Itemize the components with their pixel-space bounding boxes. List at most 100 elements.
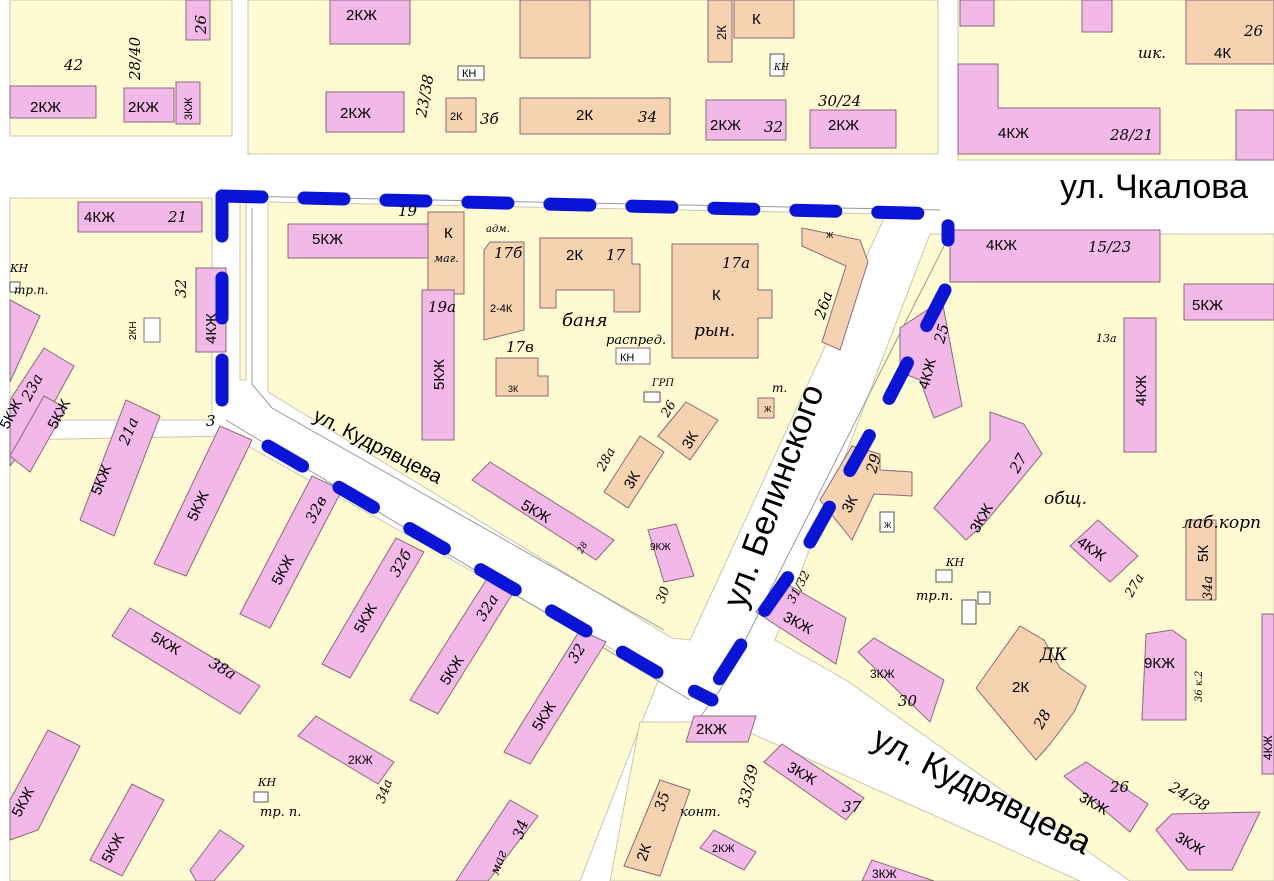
house-number: 34 — [638, 108, 657, 126]
building-label: КН — [462, 68, 476, 80]
house-number: 21 — [167, 208, 187, 226]
facility-label: тр.п. — [916, 589, 953, 604]
utility-box — [977, 591, 991, 605]
house-number: 17б — [494, 244, 523, 262]
house-number: 19а — [428, 298, 456, 316]
facility-label: тр.п. — [14, 283, 48, 297]
building — [1235, 109, 1274, 161]
building-label: К — [712, 287, 721, 304]
building-label: 3КЖ — [872, 867, 897, 881]
utility-box — [9, 281, 21, 293]
facility-label: конт. — [680, 805, 721, 820]
house-number: 13а — [1096, 332, 1117, 345]
building — [519, 97, 671, 135]
building-label: 3К — [621, 468, 644, 492]
building — [1141, 629, 1187, 721]
building — [329, 0, 411, 45]
building — [9, 395, 67, 473]
building-label: 3КЖ — [183, 97, 195, 120]
facility-label: тр. п. — [260, 805, 301, 820]
utility-box — [879, 511, 895, 533]
building — [975, 625, 1087, 761]
building-label: 2КЖ — [346, 7, 377, 24]
utility-box — [643, 391, 661, 403]
building — [857, 637, 945, 723]
building-label: 2К — [566, 247, 583, 264]
building — [539, 237, 641, 313]
building — [185, 0, 211, 41]
house-number: 35 — [651, 790, 674, 814]
building-label: 2КЖ — [712, 843, 735, 855]
building-label: Ж — [826, 231, 834, 240]
building — [763, 743, 865, 821]
building — [9, 85, 97, 119]
facility-label: т. — [772, 381, 787, 395]
house-number: 36 к.2 — [1194, 671, 1205, 702]
building-label: 2КЖ — [696, 721, 727, 738]
building-label: 9КЖ — [1144, 655, 1175, 672]
house-number: 28/40 — [126, 36, 144, 81]
building-label: 5КЖ — [431, 359, 448, 390]
building-label: 5КЖ — [312, 231, 343, 248]
building — [957, 63, 1161, 155]
street-label-chkalova: ул. Чкалова — [1060, 168, 1248, 206]
utility-boxes — [9, 53, 991, 803]
building — [623, 779, 691, 877]
facility-label: маг. — [434, 252, 459, 265]
building — [189, 829, 245, 881]
building — [495, 357, 549, 397]
boundary — [215, 189, 955, 707]
utility-box — [935, 569, 953, 583]
building — [733, 0, 795, 39]
building — [287, 223, 429, 259]
building — [801, 227, 869, 351]
building — [519, 0, 591, 59]
building-label: 2КЖ — [30, 99, 61, 116]
building — [949, 229, 1161, 283]
building — [9, 299, 41, 383]
building-label: 4КЖ — [84, 209, 115, 226]
building — [615, 347, 651, 365]
house-number: 30 — [898, 692, 918, 710]
building — [503, 629, 607, 765]
building — [705, 99, 787, 141]
house-number: 32 — [764, 118, 783, 136]
building — [1155, 811, 1261, 871]
building-label: 2К — [1012, 679, 1029, 696]
building-label: 3К — [508, 384, 519, 394]
house-number: 17а — [722, 254, 750, 272]
building — [1261, 613, 1274, 775]
boundary-line — [215, 189, 955, 247]
building — [933, 411, 1043, 541]
boundary-line — [261, 439, 719, 707]
facility-label: КН — [257, 776, 277, 789]
house-number: 37 — [842, 798, 862, 816]
boundary-line — [215, 189, 233, 427]
house-number: 17 — [606, 246, 626, 264]
facility-label: адм. — [486, 224, 510, 235]
building — [89, 783, 165, 877]
block-inner-west — [239, 199, 247, 381]
facility-label: ДК — [1039, 645, 1068, 665]
building-label: 3К — [839, 493, 862, 516]
facility-label: общ. — [1044, 489, 1087, 509]
building-label: 5К — [1195, 545, 1212, 562]
building-label: 2КН — [128, 321, 139, 340]
house-number: 19 — [398, 202, 418, 220]
building — [111, 607, 261, 715]
road-edge-2 — [251, 208, 665, 631]
building — [603, 435, 665, 509]
house-number: 42 — [63, 56, 83, 74]
facility-label: КН — [773, 63, 789, 73]
house-number: 25 — [930, 322, 953, 346]
building — [445, 97, 477, 133]
building — [421, 289, 455, 441]
facility-label: ГРП — [651, 378, 674, 389]
road-edge-4 — [697, 245, 945, 721]
building-label: 2-4К — [490, 303, 513, 315]
house-number: 26 — [192, 14, 210, 35]
building-label: Ж — [884, 521, 892, 530]
house-number: 26 — [1109, 778, 1130, 796]
building — [153, 425, 253, 577]
